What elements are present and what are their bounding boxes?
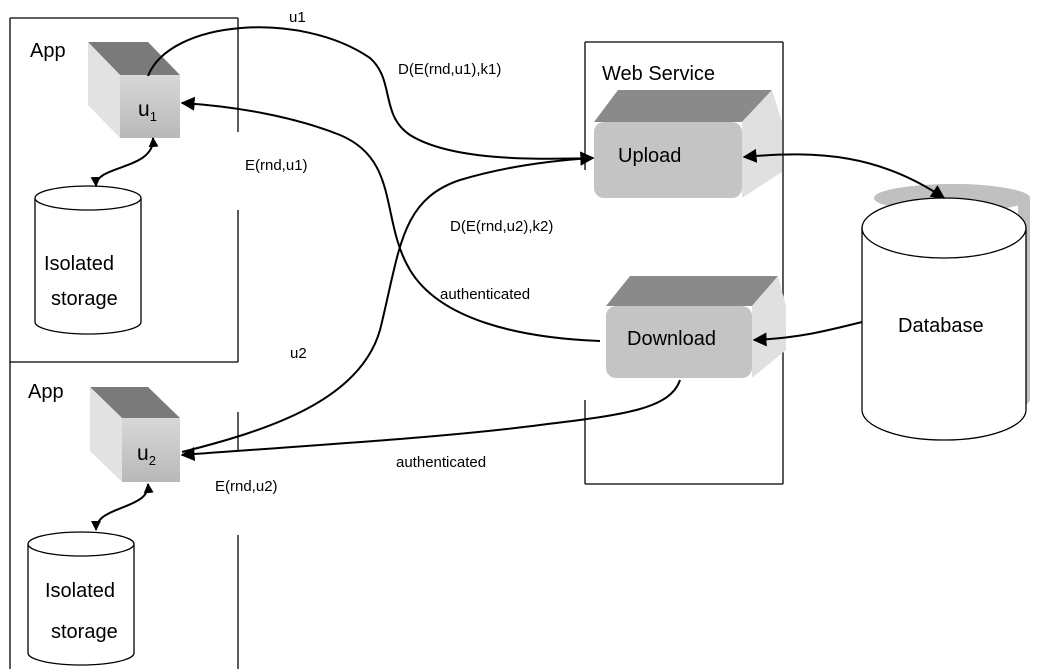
upload-label: Upload	[618, 145, 681, 167]
web-service-title: Web Service	[602, 63, 715, 85]
edge-label-d-e-rnd-u1-k1: D(E(rnd,u1),k1)	[398, 61, 501, 78]
app-bottom-title: App	[28, 381, 64, 403]
user-cube-u1	[88, 42, 180, 138]
download-box	[606, 276, 786, 378]
edge-download-to-u2	[180, 379, 681, 462]
edge-label-u2: u2	[290, 345, 307, 362]
edge-label-authenticated-2: authenticated	[396, 454, 486, 471]
app-top-frame	[9, 17, 239, 669]
isolated-storage-top-cylinder	[34, 185, 142, 335]
edge-label-e-rnd-u1: E(rnd,u1)	[245, 157, 308, 174]
edge-upload-database	[742, 148, 946, 199]
edge-label-d-e-rnd-u2-k2: D(E(rnd,u2),k2)	[450, 218, 553, 235]
edge-database-to-download	[752, 321, 863, 347]
edge-label-e-rnd-u2: E(rnd,u2)	[215, 478, 278, 495]
edge-label-authenticated-1: authenticated	[440, 286, 530, 303]
isolated-storage-bottom-cylinder	[27, 531, 135, 666]
edge-download-to-u1	[180, 96, 601, 342]
storage-top-line2: storage	[51, 288, 118, 310]
database-label: Database	[898, 315, 984, 337]
upload-box	[594, 90, 782, 198]
user-cube-u2	[90, 387, 180, 482]
app-top-title: App	[30, 40, 66, 62]
edge-u1-storage	[90, 137, 159, 187]
database-cylinder	[861, 184, 1030, 441]
web-service-frame	[584, 41, 784, 485]
download-label: Download	[627, 328, 716, 350]
storage-bottom-line2: storage	[51, 621, 118, 643]
edge-u2-to-upload	[181, 151, 595, 453]
edge-u1-to-upload	[147, 26, 595, 166]
u1-label: u1	[138, 98, 157, 124]
storage-bottom-line1: Isolated	[45, 580, 115, 602]
u2-label: u2	[137, 442, 156, 468]
edge-u2-storage	[91, 483, 154, 531]
storage-top-line1: Isolated	[44, 253, 114, 275]
edge-label-u1: u1	[289, 9, 306, 26]
